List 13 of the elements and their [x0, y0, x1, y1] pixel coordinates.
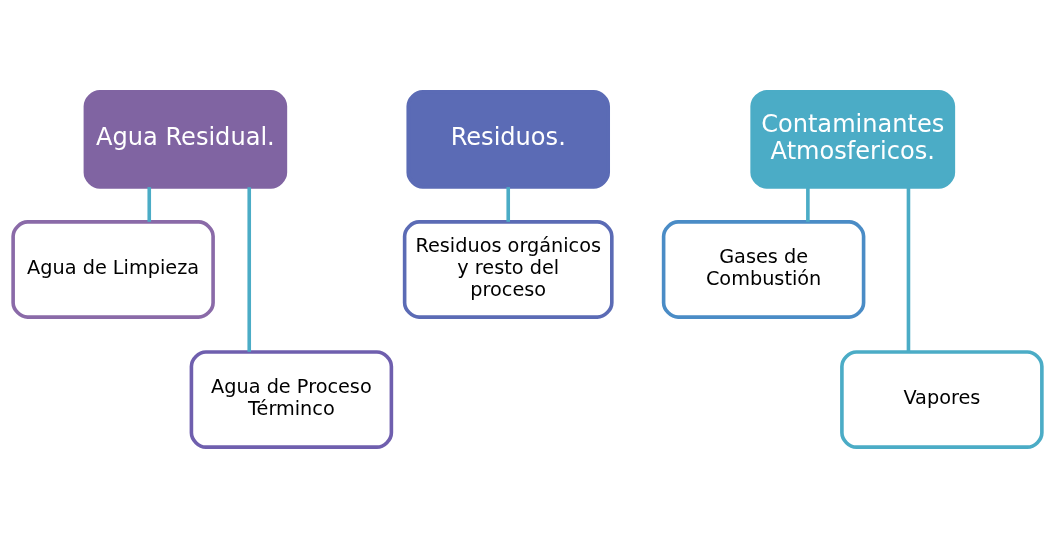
node-box: Vapores [840, 350, 1044, 449]
connector [147, 187, 152, 222]
node-box: Agua Residual. [83, 90, 288, 189]
node-box: Residuos. [406, 90, 610, 189]
node-box: Agua de Proceso Términco [189, 350, 394, 449]
connector [247, 187, 252, 352]
node-box: Agua de Limpieza [11, 220, 215, 319]
node-box: Gases de Combustión [661, 220, 866, 319]
node-box: Residuos orgánicos y resto del proceso [402, 220, 614, 319]
connector [906, 187, 911, 352]
connector [806, 187, 810, 222]
connector [506, 187, 511, 222]
node-box: Contaminantes Atmosfericos. [750, 90, 956, 189]
